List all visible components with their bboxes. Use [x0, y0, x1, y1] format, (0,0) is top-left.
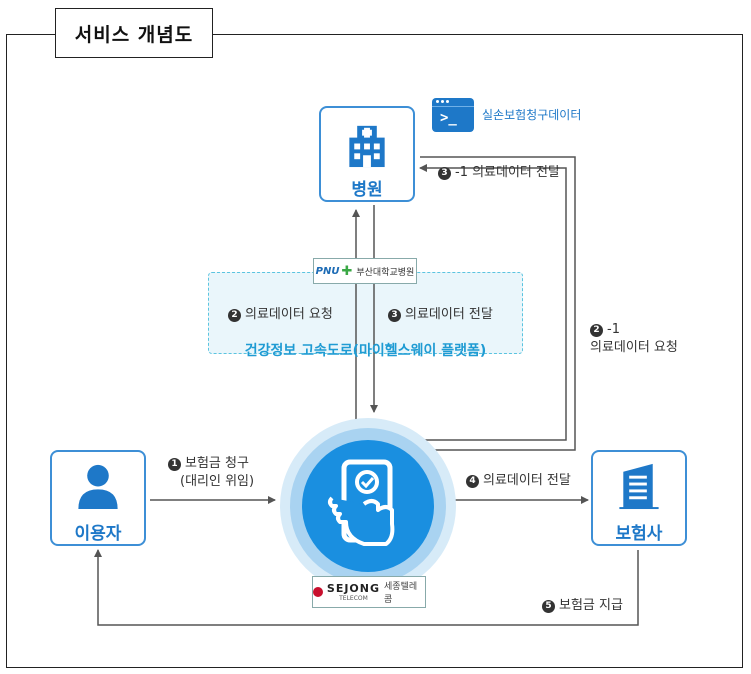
- hospital-icon: [349, 125, 385, 168]
- platform-name: 건강정보 고속도로(마이헬스웨이 플랫폼): [244, 343, 487, 359]
- step-4-text: 의료데이터 전달: [483, 473, 571, 488]
- flow-2-label: 2 의료데이터 요청: [228, 307, 333, 323]
- step-2-1-number: 2: [590, 324, 603, 337]
- pnuh-cross-icon: ✚: [341, 263, 353, 279]
- sejong-logo: SEJONG TELECOM 세종텔레콤: [312, 576, 426, 608]
- sejong-emblem-icon: [313, 587, 323, 597]
- data-legend-label: 실손보험청구데이터: [482, 108, 582, 122]
- step-4-number: 4: [466, 475, 479, 488]
- flow-3-1-label: 3 -1 의료데이터 전달: [438, 165, 560, 181]
- arrow-app-to-hospital-direct: [419, 164, 567, 441]
- pnuh-name: 부산대학교병원: [356, 267, 415, 278]
- arrow-hospital-to-app-direct: [420, 156, 576, 454]
- step-5-number: 5: [542, 600, 555, 613]
- building-icon: [619, 463, 659, 510]
- diagram-title: 서비스 개념도: [55, 8, 213, 58]
- step-3-text: 의료데이터 전달: [405, 307, 493, 322]
- flow-2-1-label: 2 -1: [590, 322, 620, 338]
- insurer-node: 보험사: [591, 450, 687, 546]
- step-2-1-text: -1: [607, 322, 620, 337]
- arrow-insurer-to-user: [94, 549, 639, 626]
- step-5-text: 보험금 지급: [559, 598, 623, 613]
- flow-3-label: 3 의료데이터 전달: [388, 307, 493, 323]
- insurer-label: 보험사: [615, 524, 663, 544]
- data-legend-icon: >_: [432, 98, 474, 132]
- pnuh-logo-mark: PNU: [315, 265, 340, 277]
- sejong-logo-sub: TELECOM: [339, 594, 368, 602]
- smartphone-hand-icon: [328, 459, 395, 546]
- step-3-number: 3: [388, 309, 401, 322]
- step-2-number: 2: [228, 309, 241, 322]
- sejong-logo-mark: SEJONG: [326, 581, 381, 595]
- pnuh-logo: PNU ✚ 부산대학교병원: [313, 258, 417, 284]
- user-label: 이용자: [74, 524, 122, 544]
- step-1-number: 1: [168, 458, 181, 471]
- hospital-node: 병원: [319, 106, 415, 202]
- flow-5-label: 5 보험금 지급: [542, 598, 623, 614]
- flow-2-1-sublabel: 의료데이터 요청: [590, 340, 678, 355]
- step-1-text: 보험금 청구: [185, 456, 249, 471]
- hospital-label: 병원: [351, 180, 383, 200]
- user-icon: [78, 464, 118, 510]
- step-2-text: 의료데이터 요청: [245, 307, 333, 322]
- diagram-frame: [6, 34, 743, 668]
- user-node: 이용자: [50, 450, 146, 546]
- step-3-1-text: -1 의료데이터 전달: [455, 165, 560, 180]
- flow-4-label: 4 의료데이터 전달: [466, 473, 571, 489]
- flow-1-sublabel: (대리인 위임): [180, 474, 255, 489]
- step-3-1-number: 3: [438, 167, 451, 180]
- sejong-name: 세종텔레콤: [384, 582, 418, 605]
- flow-1-label: 1 보험금 청구: [168, 456, 249, 472]
